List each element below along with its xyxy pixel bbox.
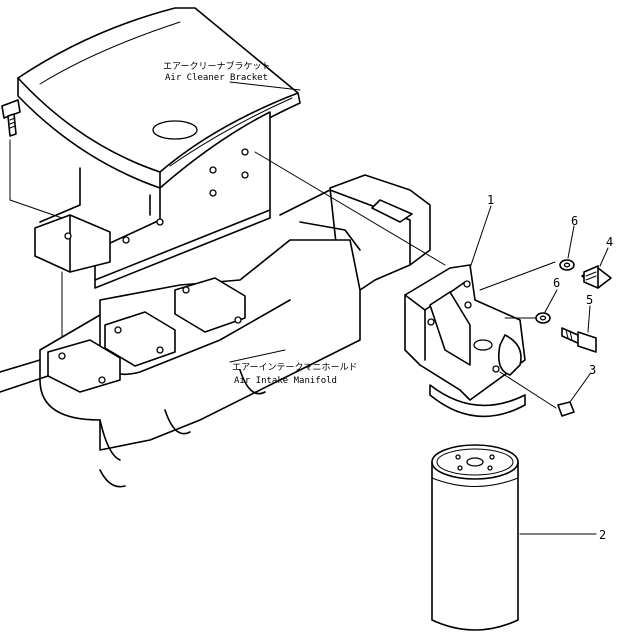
filter-element xyxy=(431,444,519,631)
callout-leader-4 xyxy=(599,247,609,267)
callout-4: 4 xyxy=(606,235,613,249)
callout-6a: 6 xyxy=(571,214,578,228)
label-manifold-jp: エアーインテークマニホールド xyxy=(232,362,357,373)
washer-leader-upper xyxy=(479,261,556,291)
bracket-bolt xyxy=(1,99,21,137)
bolt-5 xyxy=(561,327,597,353)
callout-3: 3 xyxy=(589,363,596,377)
bolt-4 xyxy=(581,265,612,289)
manifold-label-leader xyxy=(229,349,286,363)
callout-leader-3 xyxy=(569,373,591,403)
bracket-label-leader xyxy=(229,81,301,91)
callout-2: 2 xyxy=(599,528,606,542)
label-manifold-en: Air Intake Manifold xyxy=(234,376,337,386)
callout-leader-6a xyxy=(567,225,575,259)
plug-3 xyxy=(557,401,575,417)
callout-leader-5 xyxy=(587,305,591,333)
washer-6-upper xyxy=(559,259,575,271)
air-intake-manifold xyxy=(0,174,431,488)
callout-leader-6b xyxy=(544,289,558,313)
filter-head xyxy=(404,264,526,418)
air-cleaner-bracket xyxy=(17,7,301,289)
mounting-leader xyxy=(254,151,446,266)
callout-6b: 6 xyxy=(553,276,560,290)
washer-6-lower xyxy=(535,312,551,324)
callout-1: 1 xyxy=(487,193,494,207)
callout-5: 5 xyxy=(586,293,593,307)
callout-leader-1 xyxy=(469,205,492,269)
plug-leader xyxy=(499,371,557,409)
bolt-leader xyxy=(9,139,63,219)
label-bracket-en: Air Cleaner Bracket xyxy=(165,73,268,83)
label-bracket-jp: エアークリーナブラケット xyxy=(163,60,270,72)
